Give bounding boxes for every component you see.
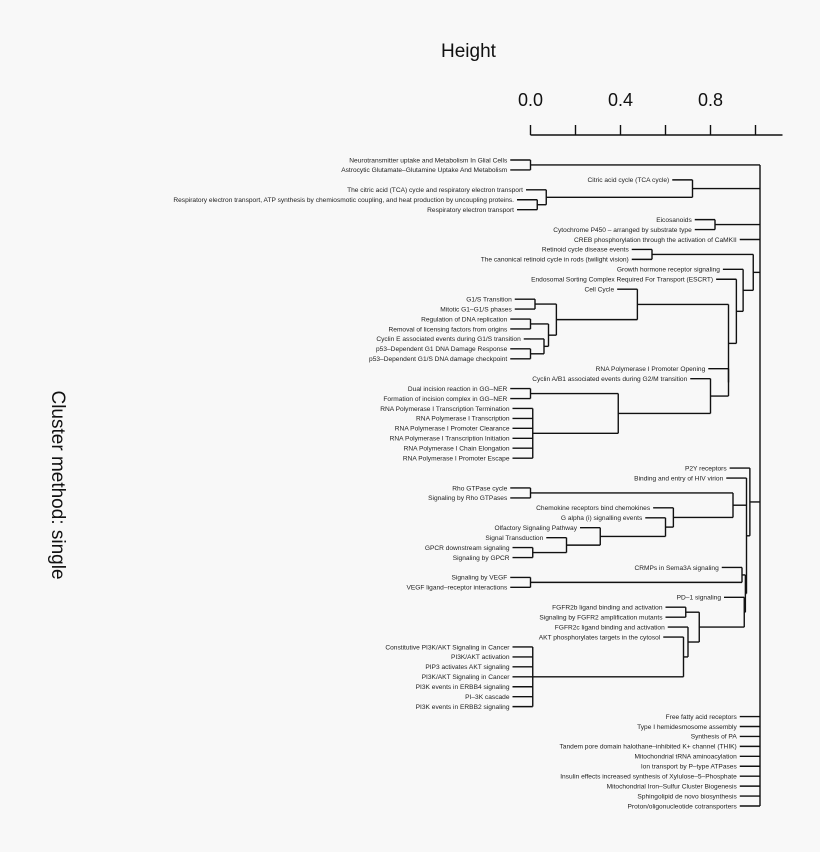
dendrogram-tree <box>510 159 761 807</box>
leaf-label: Respiratory electron transport, ATP synt… <box>173 197 514 204</box>
leaf-label: RNA Polymerase I Transcription Terminati… <box>380 406 510 413</box>
leaf-label: Signaling by VEGF <box>452 575 508 582</box>
leaf-label: Signaling by Rho GTPases <box>428 495 508 502</box>
leaf-label: CREB phosphorylation through the activat… <box>574 237 737 244</box>
leaf-label: Chemokine receptors bind chemokines <box>536 505 651 512</box>
y-axis-label: Cluster method: single <box>47 390 68 579</box>
leaf-label: Endosomal Sorting Complex Required For T… <box>531 277 713 284</box>
leaf-label: Signaling by FGFR2 amplification mutants <box>539 614 663 621</box>
leaf-label: Constitutive PI3K/AKT Signaling in Cance… <box>385 644 510 651</box>
leaf-label: GPCR downstream signaling <box>425 545 510 552</box>
leaf-label: Synthesis of PA <box>691 734 738 741</box>
leaf-label: AKT phosphorylates targets in the cytoso… <box>539 634 661 641</box>
leaf-label: FGFR2b ligand binding and activation <box>552 605 663 612</box>
leaf-label: Cyclin E associated events during G1/S t… <box>376 336 521 343</box>
leaf-label: PIP3 activates AKT signaling <box>425 664 510 671</box>
leaf-label: G alpha (i) signalling events <box>561 515 643 522</box>
tick-label: 0.4 <box>608 90 633 110</box>
leaf-label: Olfactory Signaling Pathway <box>495 525 578 532</box>
leaf-label: RNA Polymerase I Chain Elongation <box>404 446 510 453</box>
leaf-label: FGFR2c ligand binding and activation <box>555 624 665 631</box>
leaf-label: Eicosanoids <box>656 217 692 224</box>
leaf-label: Tandem pore domain halothane–inhibited K… <box>560 744 737 751</box>
leaf-label: Free fatty acid receptors <box>666 714 738 721</box>
leaf-label: Formation of incision complex in GG–NER <box>383 396 507 403</box>
axis-title: Height <box>441 41 497 62</box>
leaf-label: RNA Polymerase I Transcription <box>416 416 510 423</box>
leaf-label: VEGF ligand–receptor interactions <box>406 585 507 592</box>
leaf-label: The citric acid (TCA) cycle and respirat… <box>347 187 523 194</box>
leaf-label: p53–Dependent G1 DNA Damage Response <box>376 346 508 353</box>
leaf-label: PI3K/AKT activation <box>451 654 510 661</box>
leaf-label: Mitotic G1–G1/S phases <box>440 306 512 313</box>
leaf-label: PI3K events in ERBB4 signaling <box>416 684 510 691</box>
leaf-label: CRMPs in Sema3A signaling <box>634 565 719 572</box>
leaf-label: PI3K events in ERBB2 signaling <box>416 704 510 711</box>
leaf-label: p53–Dependent G1/S DNA damage checkpoint <box>369 356 507 363</box>
leaf-label: Proton/oligonucleotide cotransporters <box>628 803 738 810</box>
leaf-label: PI3K/AKT Signaling in Cancer <box>422 674 511 681</box>
leaf-label: Respiratory electron transport <box>427 207 514 214</box>
leaf-label: Dual incision reaction in GG–NER <box>408 386 508 393</box>
leaf-label: Cytochrome P450 – arranged by substrate … <box>553 227 692 234</box>
leaf-label: Removal of licensing factors from origin… <box>389 326 508 333</box>
leaf-label: RNA Polymerase I Promoter Clearance <box>395 426 510 433</box>
leaf-label: Mitochondrial tRNA aminoacylation <box>634 754 737 761</box>
leaf-label: Rho GTPase cycle <box>452 485 507 492</box>
leaf-label: Signal Transduction <box>485 535 543 542</box>
leaf-label: G1/S Transition <box>466 296 512 303</box>
leaf-label: RNA Polymerase I Promoter Escape <box>403 455 510 462</box>
leaf-label: Regulation of DNA replication <box>421 316 507 323</box>
leaf-label: RNA Polymerase I Transcription Initiatio… <box>390 436 510 443</box>
leaf-label: Insulin effects increased synthesis of X… <box>560 773 737 780</box>
leaf-label: Retinoid cycle disease events <box>542 247 630 254</box>
leaf-label: P2Y receptors <box>685 465 727 472</box>
leaf-label: The canonical retinoid cycle in rods (tw… <box>481 257 629 264</box>
leaf-label: Type I hemidesmosome assembly <box>637 724 737 731</box>
leaf-label: Sphingolipid de novo biosynthesis <box>637 793 737 800</box>
tick-label: 0.0 <box>518 90 543 110</box>
leaf-labels: Neurotransmitter uptake and Metabolism I… <box>173 157 737 810</box>
leaf-label: Neurotransmitter uptake and Metabolism I… <box>349 157 508 164</box>
leaf-label: Cell Cycle <box>584 287 614 294</box>
leaf-label: Mitochondrial Iron–Sulfur Cluster Biogen… <box>607 783 738 790</box>
leaf-label: PD–1 signaling <box>677 595 722 602</box>
leaf-label: Cyclin A/B1 associated events during G2/… <box>532 376 687 383</box>
leaf-label: Astrocytic Glutamate–Glutamine Uptake An… <box>341 167 508 174</box>
tick-label: 0.8 <box>698 90 723 110</box>
height-axis: 0.0 0.4 0.8 <box>518 90 783 136</box>
leaf-label: Ion transport by P–type ATPases <box>641 764 738 771</box>
leaf-label: RNA Polymerase I Promoter Opening <box>596 366 706 373</box>
leaf-label: Growth hormone receptor signaling <box>617 267 720 274</box>
leaf-label: PI–3K cascade <box>465 694 510 701</box>
leaf-label: Binding and entry of HIV virion <box>634 475 723 482</box>
leaf-label: Citric acid cycle (TCA cycle) <box>588 177 670 184</box>
leaf-label: Signaling by GPCR <box>453 555 510 562</box>
